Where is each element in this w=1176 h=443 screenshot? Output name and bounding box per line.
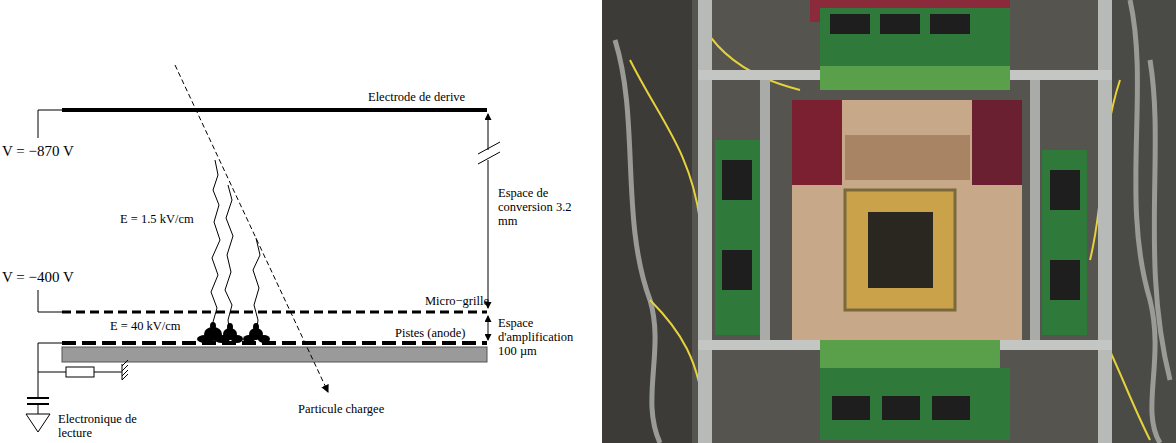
detector-photo-part (932, 396, 970, 420)
field-label: E = 1.5 kV/cm (120, 212, 194, 226)
electronics-label: Electronique de lecture (58, 412, 148, 440)
gap-label: Espace de conversion 3.2 mm (498, 186, 578, 228)
detector-photo-part (972, 100, 1022, 185)
electron-drift-tracks (211, 160, 260, 335)
detector-photo-part (792, 100, 842, 185)
detector-photo-part (1110, 0, 1176, 443)
detector-photo-part (1098, 0, 1112, 443)
gap-brackets-part (488, 114, 489, 150)
particle-track (175, 65, 328, 392)
bias-wires-part (38, 404, 39, 414)
avalanche-clouds-part (227, 323, 233, 331)
bias-wires-part (122, 364, 123, 380)
electron-drift-tracks-part (253, 238, 260, 335)
detector-photo-part-part (630, 60, 700, 220)
detector-photo-part-part (1150, 60, 1170, 380)
detector-photo-part (820, 66, 1010, 90)
mesh-label: Micro−grille (425, 294, 489, 308)
detector-photo-part-part (650, 300, 705, 420)
micro-mesh-part (62, 311, 487, 314)
detector-photo-part (1050, 170, 1080, 210)
voltage-label: V = −400 V (2, 268, 74, 286)
bias-wires-part (122, 360, 128, 366)
detector-photo-part (760, 80, 770, 340)
detector-photo-part (820, 368, 1010, 440)
bias-wires-part (26, 414, 50, 432)
avalanche-clouds-part (243, 335, 255, 343)
detector-photo-part (722, 250, 752, 290)
detector-photo (602, 0, 1176, 443)
detector-photo-part (845, 135, 970, 180)
field-label: E = 40 kV/cm (110, 319, 181, 333)
electron-drift-tracks-part (211, 160, 220, 335)
strip-label: Pistes (anode) (395, 326, 465, 340)
detector-photo-part (882, 396, 920, 420)
detector-photo-part (830, 14, 870, 34)
gap-brackets-part (488, 316, 489, 340)
gap-brackets-part (488, 160, 489, 308)
electrode-label: Electrode de derive (368, 90, 465, 104)
bias-wires-part (38, 343, 62, 398)
anode-strips-part (62, 347, 487, 362)
avalanche-clouds-part (231, 335, 243, 343)
detector-photo-part (698, 0, 712, 443)
drift-electrode-part (62, 108, 487, 112)
detector-photo-part (602, 0, 692, 443)
bias-wires-part (122, 374, 128, 380)
anode-strips-part (62, 341, 487, 345)
electron-drift-tracks-part (225, 185, 233, 335)
detector-photo-part (1050, 260, 1080, 300)
gap-label: Espace d'amplification 100 µm (498, 316, 593, 358)
avalanche-clouds (197, 322, 270, 343)
detector-photo-part (715, 140, 760, 335)
bias-wires-part (66, 367, 94, 377)
detector-photo-part (832, 396, 870, 420)
bias-wires-part (122, 365, 128, 371)
voltage-label: V = −870 V (2, 142, 74, 160)
avalanche-clouds-part (253, 323, 259, 331)
detector-photo-part (880, 14, 920, 34)
bias-wires-part (38, 110, 62, 138)
bias-wires-part (94, 372, 122, 373)
detector-photo-part (1030, 80, 1040, 340)
avalanche-clouds-part (258, 335, 270, 343)
gap-brackets-part (478, 142, 500, 154)
detector-photo-part (722, 160, 752, 200)
bias-wires-part (38, 290, 62, 312)
detector-photo-part (792, 100, 1022, 340)
bias-wires-part (27, 397, 49, 399)
detector-photo-part (615, 0, 1170, 443)
micro-mesh (62, 312, 487, 313)
detector-photo-part (930, 14, 970, 34)
bias-wires-part (38, 372, 66, 373)
anode-strips (62, 343, 487, 362)
particle-label: Particule chargee (298, 402, 384, 416)
particle-track-part (175, 65, 328, 392)
detector-photo-part (868, 212, 933, 288)
detector-photo-part (1042, 150, 1087, 335)
detector-photo-part (602, 0, 1176, 443)
avalanche-clouds-part (197, 335, 213, 343)
avalanche-clouds-part (210, 322, 216, 330)
drift-electrode (62, 110, 487, 111)
detector-photo-part (820, 340, 1000, 368)
gap-brackets-part (478, 152, 500, 164)
detector-photo-part (820, 8, 1010, 66)
detector-photo-part (845, 190, 955, 310)
